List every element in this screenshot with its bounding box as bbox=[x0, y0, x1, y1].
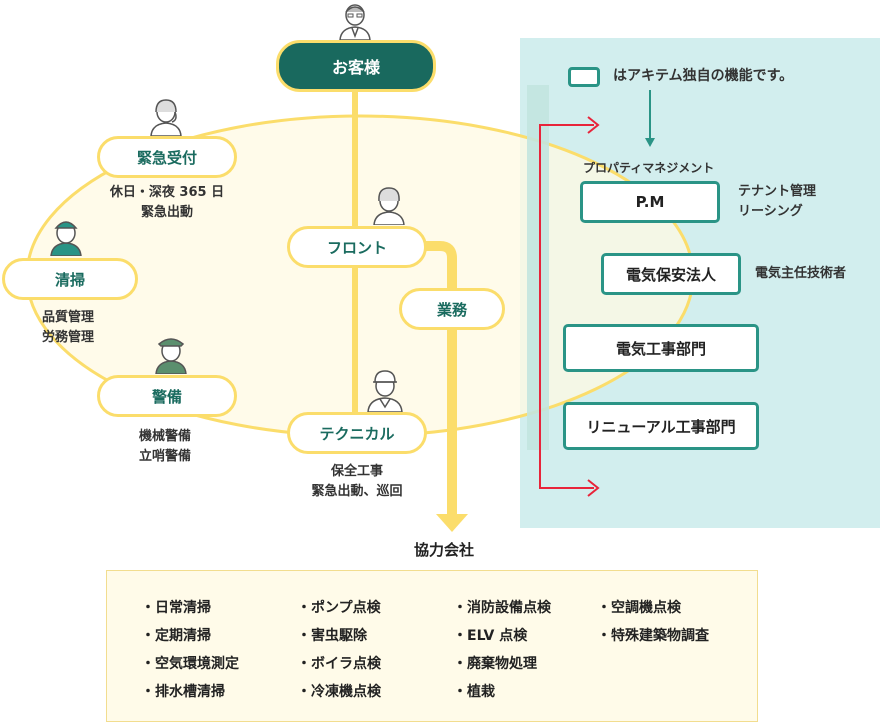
partner-service-item: 空気環境測定 bbox=[141, 654, 239, 682]
customer-person-icon bbox=[339, 4, 371, 40]
partners-column: 空調機点検 特殊建築物調査 bbox=[597, 598, 709, 654]
security-note-line: 立哨警備 bbox=[139, 449, 192, 464]
electric-work-node: 電気工事部門 bbox=[563, 324, 759, 372]
business-flow-line bbox=[425, 241, 457, 514]
cleaning-node: 清掃 bbox=[2, 258, 138, 300]
partner-service-item: 冷凍機点検 bbox=[297, 682, 381, 710]
pm-note-line: リーシング bbox=[738, 204, 803, 219]
pm-note: テナント管理 リーシング bbox=[738, 182, 816, 222]
electric-safety-note: 電気主任技術者 bbox=[755, 266, 847, 281]
cleaning-note-line: 品質管理 bbox=[42, 310, 95, 325]
pm-node: P.M bbox=[580, 181, 720, 223]
technical-note: 保全工事 緊急出動、巡回 bbox=[297, 462, 417, 502]
partner-service-item: 定期清掃 bbox=[141, 626, 239, 654]
business-flow-arrowhead bbox=[436, 514, 468, 532]
panel-strip bbox=[527, 85, 549, 450]
emergency-note-line: 緊急出動 bbox=[140, 205, 193, 220]
emergency-note-line: 休日・深夜 365 日 bbox=[109, 185, 225, 200]
technical-note-line: 保全工事 bbox=[330, 464, 383, 479]
technician-person-icon bbox=[367, 370, 403, 412]
legend-text: はアキテム独自の機能です。 bbox=[613, 68, 794, 84]
pm-note-line: テナント管理 bbox=[738, 184, 817, 199]
partner-service-item: ELV 点検 bbox=[453, 626, 551, 654]
red-bracket bbox=[539, 124, 594, 489]
partner-service-item: 植栽 bbox=[453, 682, 551, 710]
security-note: 機械警備 立哨警備 bbox=[139, 427, 191, 467]
partners-column: 日常清掃 定期清掃 空気環境測定 排水槽清掃 bbox=[141, 598, 239, 710]
technical-note-line: 緊急出動、巡回 bbox=[311, 484, 403, 499]
partner-service-item: 特殊建築物調査 bbox=[597, 626, 709, 654]
partner-service-item: 廃棄物処理 bbox=[453, 654, 551, 682]
partner-service-item: ボイラ点検 bbox=[297, 654, 381, 682]
pm-caption: プロパティマネジメント bbox=[583, 161, 715, 175]
electric-safety-node: 電気保安法人 bbox=[601, 253, 741, 295]
renewal-work-node: リニューアル工事部門 bbox=[563, 402, 759, 450]
red-arrow-bottom bbox=[587, 479, 600, 497]
partners-title: 協力会社 bbox=[414, 541, 475, 559]
partners-column: ポンプ点検 害虫駆除 ボイラ点検 冷凍機点検 bbox=[297, 598, 381, 710]
partners-box: 日常清掃 定期清掃 空気環境測定 排水槽清掃 ポンプ点検 害虫駆除 ボイラ点検 … bbox=[106, 570, 758, 722]
technical-node: テクニカル bbox=[287, 412, 427, 454]
front-person-icon bbox=[373, 187, 405, 225]
partner-service-item: 排水槽清掃 bbox=[141, 682, 239, 710]
business-node: 業務 bbox=[399, 288, 505, 330]
security-note-line: 機械警備 bbox=[139, 429, 192, 444]
partners-column: 消防設備点検 ELV 点検 廃棄物処理 植栽 bbox=[453, 598, 551, 710]
partner-service-item: 日常清掃 bbox=[141, 598, 239, 626]
cleaning-note: 品質管理 労務管理 bbox=[42, 308, 94, 348]
legend-arrowhead bbox=[645, 138, 655, 147]
red-arrow-top bbox=[587, 116, 600, 134]
security-node: 警備 bbox=[97, 375, 237, 417]
front-node: フロント bbox=[287, 226, 427, 268]
legend-swatch bbox=[568, 67, 600, 87]
guard-person-icon bbox=[155, 338, 187, 374]
partner-service-item: 害虫駆除 bbox=[297, 626, 381, 654]
receptionist-person-icon bbox=[150, 99, 182, 136]
partner-service-item: 空調機点検 bbox=[597, 598, 709, 626]
emergency-note: 休日・深夜 365 日 緊急出動 bbox=[100, 183, 234, 223]
partner-service-item: ポンプ点検 bbox=[297, 598, 381, 626]
emergency-reception-node: 緊急受付 bbox=[97, 136, 237, 178]
customer-node: お客様 bbox=[276, 40, 436, 92]
partner-service-item: 消防設備点検 bbox=[453, 598, 551, 626]
cleaning-note-line: 労務管理 bbox=[42, 330, 95, 345]
cleaner-person-icon bbox=[50, 221, 82, 256]
